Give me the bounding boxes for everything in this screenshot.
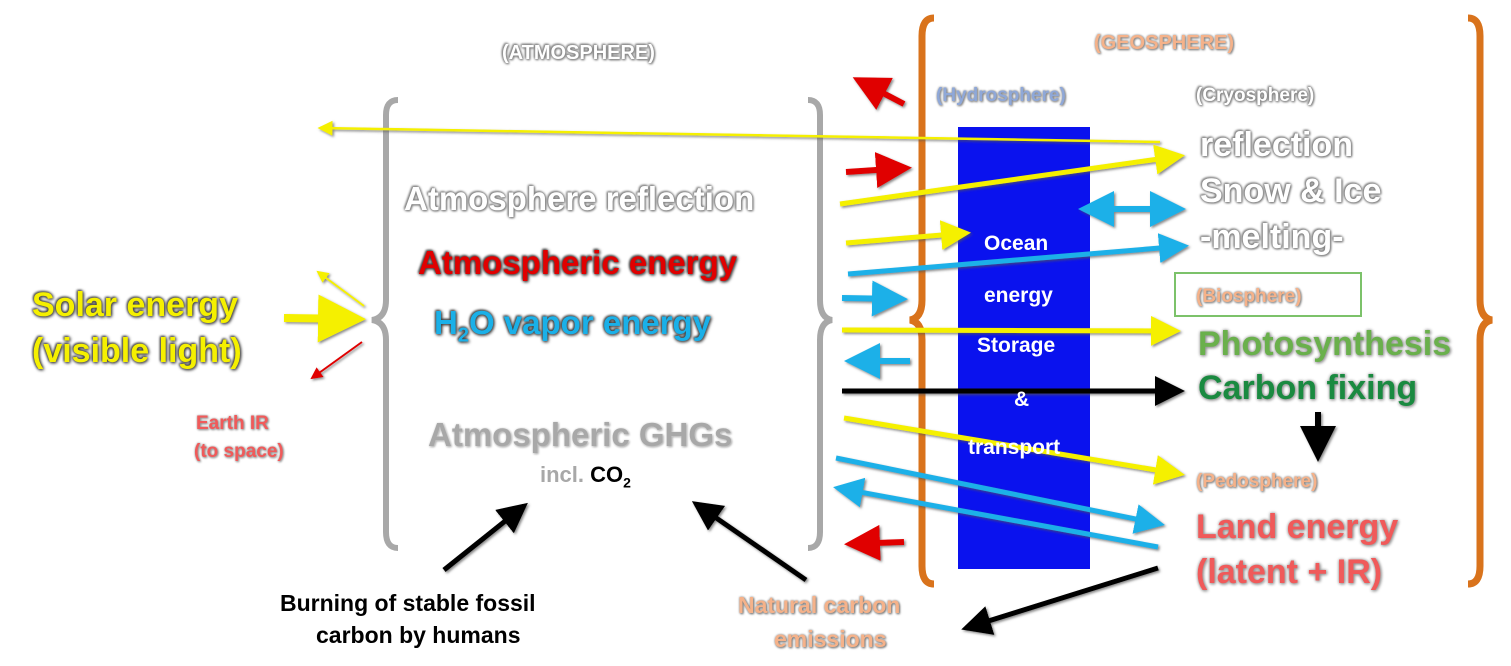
atmosphere-reflection-label: Atmosphere reflection [404, 180, 755, 217]
atmospheric-ghgs-label: Atmospheric GHGs [428, 416, 733, 453]
ocean-transport-label: transport [968, 436, 1061, 459]
earth-ir-arrow [310, 341, 363, 380]
to-space-label: (to space) [194, 441, 284, 462]
black-arrow-emissions [961, 565, 1159, 635]
cyan-arrow-land-out [833, 477, 1159, 550]
ocean-label: Ocean [984, 232, 1049, 255]
geosphere-header: (GEOSPHERE) [1094, 32, 1235, 54]
yellow-arrow-bio [841, 315, 1181, 346]
fossil-burning-label: Burning of stable fossil [280, 590, 536, 616]
carbon-fixing-label: Carbon fixing [1198, 369, 1418, 407]
yellow-arrow-cryo [839, 144, 1185, 207]
solar-arrow [283, 294, 366, 343]
space-reflection-arrow [317, 120, 1161, 144]
pedosphere-header: (Pedosphere) [1196, 471, 1318, 492]
emissions-label: emissions [774, 626, 887, 652]
biosphere-header: (Biosphere) [1196, 286, 1302, 307]
land-energy-label: Land energy [1196, 508, 1399, 546]
geosphere-right-bracket [1467, 14, 1493, 588]
red-arrow-right [845, 152, 912, 188]
cyan-arrow-land-in [835, 455, 1165, 534]
melting-label: -melting- [1200, 218, 1344, 256]
fossil-humans-label: carbon by humans [316, 622, 521, 648]
incl-co2-label: incl. CO2 [540, 462, 631, 491]
natural-carbon-label: Natural carbon [738, 592, 901, 618]
cyan-arrow-melting [847, 233, 1189, 277]
earth-ir-label: Earth IR [196, 413, 269, 434]
atmosphere-right-bracket [807, 97, 833, 551]
hydrosphere-header: (Hydrosphere) [936, 85, 1066, 106]
cryo-reflection-label: reflection [1200, 126, 1354, 164]
h2o-vapor-energy-label: H2O vapor energy [434, 304, 712, 347]
yellow-arrow-ocean [845, 220, 971, 251]
atmosphere-left-bracket [371, 97, 399, 551]
visible-light-label: (visible light) [32, 332, 242, 370]
red-arrow-left-bottom [844, 524, 905, 561]
ocean-ampersand-label: & [1014, 388, 1030, 411]
biosphere-box [1174, 272, 1362, 317]
ocean-storage-label: Storage [977, 334, 1056, 357]
cyan-arrow-right [841, 280, 908, 317]
black-arrow-natural [691, 501, 808, 583]
solar-energy-label: Solar energy [32, 286, 238, 324]
cryosphere-header: (Cryosphere) [1196, 85, 1315, 106]
geosphere-left-bracket [909, 14, 935, 588]
ocean-energy-label: energy [984, 284, 1053, 307]
atmospheric-energy-label: Atmospheric energy [418, 244, 738, 281]
latent-ir-label: (latent + IR) [1196, 553, 1383, 591]
yellow-arrow-pedo [843, 415, 1185, 485]
solar-reflect-arrow [316, 270, 365, 307]
photosynthesis-label: Photosynthesis [1198, 325, 1452, 363]
black-arrow-fossil [442, 502, 528, 572]
red-arrow-up [852, 77, 906, 110]
atmosphere-header: (ATMOSPHERE) [502, 42, 655, 64]
snow-ice-label: Snow & Ice [1200, 172, 1382, 210]
